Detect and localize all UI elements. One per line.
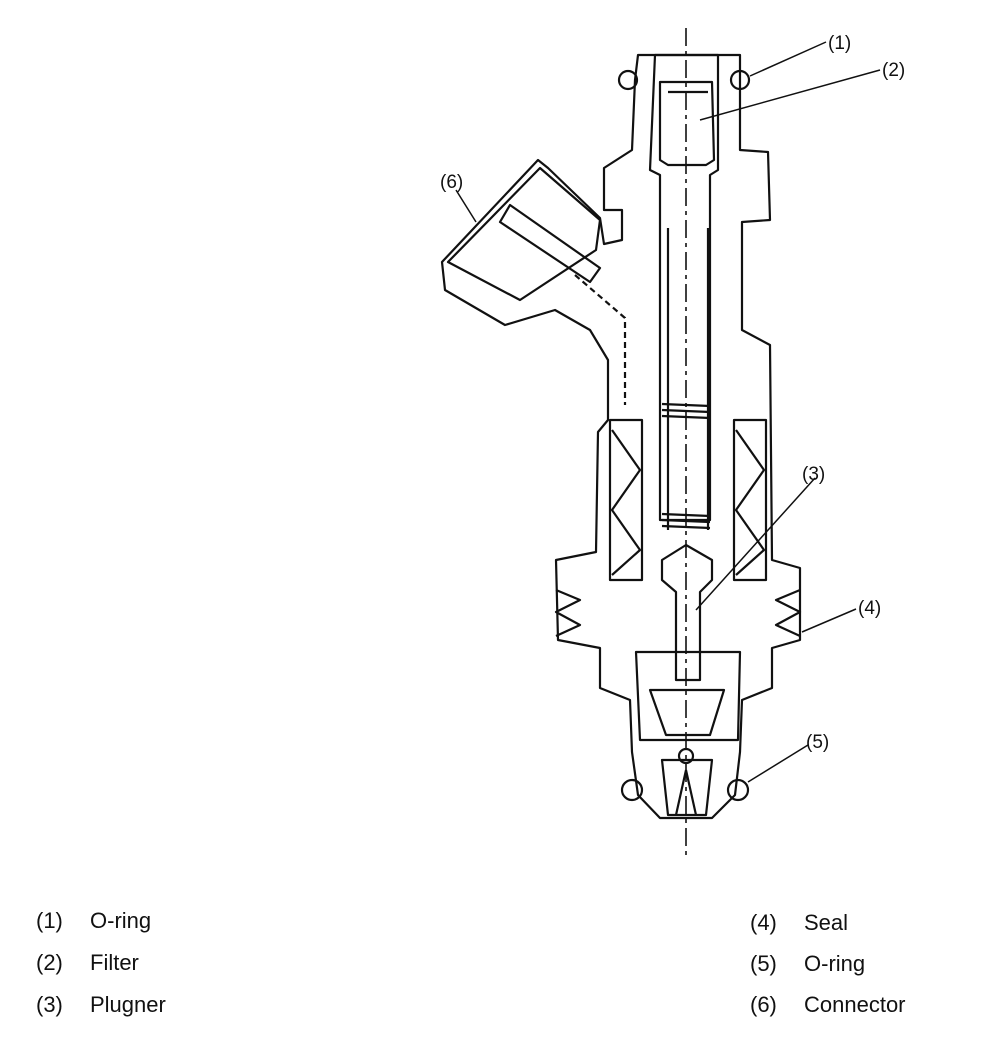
o-ring-bottom-left <box>620 778 644 802</box>
callout-3: (3) <box>802 464 825 485</box>
legend-num-1: (1) <box>36 908 63 933</box>
legend-item-2: (2) Filter <box>36 950 139 976</box>
legend-label-6: Connector <box>804 992 906 1017</box>
callout-4: (4) <box>858 598 881 619</box>
legend-label-2: Filter <box>90 950 139 975</box>
fuel-injector-cross-section: (1) (2) (3) (4) (5) (6) <box>440 28 905 855</box>
seal-left <box>554 588 582 637</box>
legend-item-5: (5) O-ring <box>750 951 865 977</box>
seal-right <box>774 588 802 637</box>
o-ring-top-left <box>617 69 639 91</box>
plunger <box>660 543 714 682</box>
injector-body-outline <box>440 53 802 820</box>
legend-num-2: (2) <box>36 950 63 975</box>
spray-cone <box>674 769 698 816</box>
legend-item-1: (1) O-ring <box>36 908 151 934</box>
connector-housing <box>446 166 602 302</box>
callout-2: (2) <box>882 60 905 81</box>
coil-winding-left <box>610 429 642 576</box>
spray-nozzle <box>660 758 714 817</box>
legend-item-3: (3) Plugner <box>36 992 166 1018</box>
legend-label-3: Plugner <box>90 992 166 1017</box>
filter-housing <box>648 53 720 522</box>
coil-left <box>608 418 644 582</box>
coil-right <box>732 418 768 582</box>
leader-line-5 <box>747 744 809 783</box>
filter-element <box>658 80 716 167</box>
coil-winding-right <box>734 429 766 576</box>
valve-seat <box>648 688 726 737</box>
legend-num-6: (6) <box>750 992 777 1017</box>
legend-label-5: O-ring <box>804 951 866 976</box>
callout-1: (1) <box>828 33 851 54</box>
legend-num-5: (5) <box>750 951 777 976</box>
leader-line-2 <box>699 69 881 121</box>
legend-num-4: (4) <box>750 910 777 935</box>
connector-wire <box>574 274 627 405</box>
legend-num-3: (3) <box>36 992 63 1017</box>
callout-5: (5) <box>806 732 829 753</box>
o-ring-top-right <box>729 69 751 91</box>
leader-line-6 <box>455 189 477 223</box>
legend-item-4: (4) Seal <box>750 910 848 936</box>
o-ring-bottom-right <box>726 778 750 802</box>
leader-line-1 <box>749 41 827 77</box>
leader-line-3 <box>695 477 816 611</box>
leader-line-4 <box>801 608 857 633</box>
legend-label-1: O-ring <box>90 908 152 933</box>
legend-label-4: Seal <box>804 910 849 935</box>
legend-item-6: (6) Connector <box>750 992 906 1018</box>
connector-pin <box>498 203 602 284</box>
valve-body <box>634 650 742 742</box>
callout-6: (6) <box>440 172 463 193</box>
